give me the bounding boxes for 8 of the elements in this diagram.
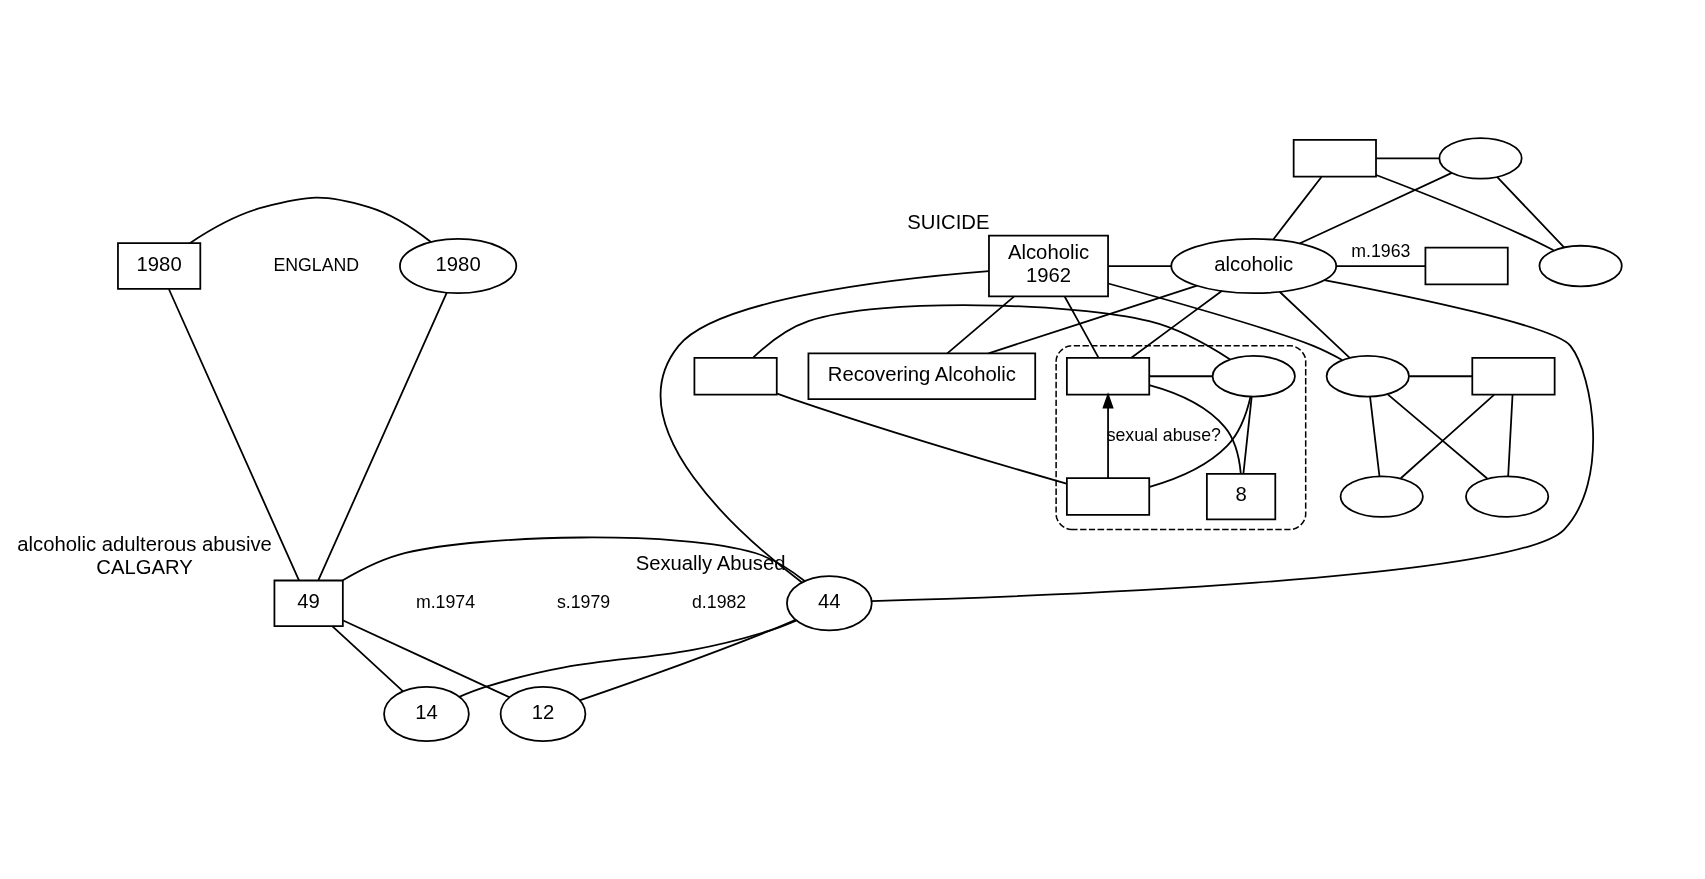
node-label: CALGARY — [95, 555, 193, 578]
label: d.1982 — [691, 591, 746, 612]
node-label: alcoholic adulterous abusive — [16, 533, 272, 556]
edge-label: m.1963 — [1350, 241, 1410, 262]
label: ENGLAND — [272, 254, 359, 275]
label: m.1974 — [415, 591, 475, 612]
label: s.1979 — [556, 591, 610, 612]
node-label: SUICIDE — [906, 211, 990, 234]
